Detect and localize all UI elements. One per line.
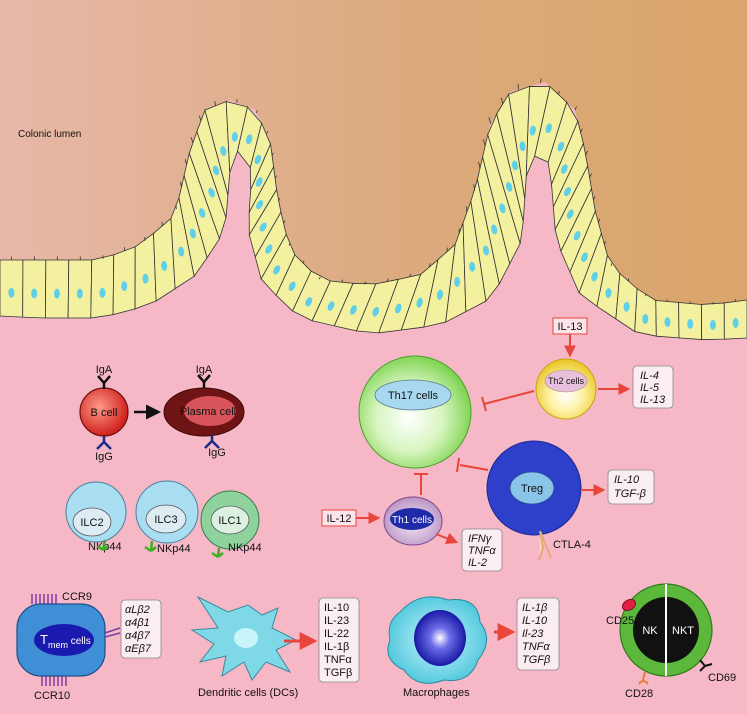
treg-label: Treg bbox=[521, 483, 543, 495]
dc-cytokine-1: IL-23 bbox=[324, 615, 349, 627]
macrophage-cytokine-0: IL-1β bbox=[522, 602, 548, 614]
iga-label-left: IgA bbox=[96, 364, 113, 376]
th2-cytokine-1: IL-5 bbox=[640, 382, 660, 394]
macrophage-label: Macrophages bbox=[403, 687, 470, 699]
ctla4-label: CTLA-4 bbox=[553, 539, 591, 551]
dc-cytokine-0: IL-10 bbox=[324, 602, 349, 614]
th2-cytokine-2: IL-13 bbox=[640, 394, 666, 406]
th2-label: Th2 cells bbox=[548, 376, 585, 386]
plasma-cell-label: Plasma cell bbox=[180, 406, 236, 418]
integrin-0: αLβ2 bbox=[125, 604, 150, 616]
tmem-label-tail: cells bbox=[68, 636, 91, 647]
ilc1-label: ILC1 bbox=[218, 515, 241, 527]
igg-label-left: IgG bbox=[95, 451, 113, 463]
dc-cytokine-5: TGFβ bbox=[324, 667, 352, 679]
il12-input-label: IL-12 bbox=[326, 513, 351, 525]
macrophage-cytokine-1: IL-10 bbox=[522, 615, 548, 627]
th1-cytokine-1: TNFα bbox=[468, 545, 496, 557]
tmem-label-sub: mem bbox=[48, 640, 68, 650]
macrophage-nucleus bbox=[414, 610, 466, 666]
microvilli bbox=[466, 206, 467, 212]
macrophage-cytokine-2: Il-23 bbox=[522, 628, 544, 640]
th1-cytokine-0: IFNγ bbox=[468, 533, 493, 545]
integrin-3: αEβ7 bbox=[125, 643, 152, 655]
cd69-label: CD69 bbox=[708, 672, 736, 684]
th17-label: Th17 cells bbox=[388, 390, 439, 402]
dc-nucleus bbox=[234, 628, 258, 648]
ccr9-receptor-icon bbox=[32, 594, 56, 604]
macrophage-cytokine-3: TNFα bbox=[522, 641, 550, 653]
epithelial-cell bbox=[113, 247, 135, 315]
epithelial-nucleus bbox=[710, 320, 716, 330]
dc-cytokine-2: IL-22 bbox=[324, 628, 349, 640]
dc-label: Dendritic cells (DCs) bbox=[198, 687, 298, 699]
macrophage-cytokine-4: TGFβ bbox=[522, 654, 551, 666]
treg-cytokine-1: TGF-β bbox=[614, 488, 647, 500]
integrin-1: α4β1 bbox=[125, 617, 150, 629]
dc-cytokine-3: IL-1β bbox=[324, 641, 349, 653]
lumen-label: Colonic lumen bbox=[18, 129, 81, 140]
th1-cytokine-2: IL-2 bbox=[468, 557, 487, 569]
epithelial-nucleus bbox=[8, 288, 14, 298]
ilc-group: ILC2 NKp44 ILC3 NKp44 ILC1 NKp44 bbox=[66, 481, 262, 557]
epithelial-cell bbox=[135, 233, 156, 308]
ilc3-label: ILC3 bbox=[154, 514, 177, 526]
tmem-label-main: T bbox=[40, 632, 48, 647]
b-cell-label: B cell bbox=[91, 407, 118, 419]
nkp44-label-c: NKp44 bbox=[228, 542, 262, 554]
th1-label: Th1 cells bbox=[392, 515, 432, 526]
nkt-label: NKT bbox=[672, 625, 694, 637]
il13-input-label: IL-13 bbox=[557, 321, 582, 333]
ccr9-label: CCR9 bbox=[62, 591, 92, 603]
nk-label: NK bbox=[642, 625, 658, 637]
ccr10-label: CCR10 bbox=[34, 690, 70, 702]
integrin-2: α4β7 bbox=[125, 630, 151, 642]
th17-cell bbox=[359, 356, 471, 468]
iga-label-right: IgA bbox=[196, 364, 213, 376]
dc-cytokine-4: TNFα bbox=[324, 654, 352, 666]
ccr10-receptor-icon bbox=[42, 676, 66, 686]
ilc2-label: ILC2 bbox=[80, 517, 103, 529]
nkp44-label-b: NKp44 bbox=[157, 543, 191, 555]
igg-label-right: IgG bbox=[208, 447, 226, 459]
cd28-label: CD28 bbox=[625, 688, 653, 700]
th2-cytokine-0: IL-4 bbox=[640, 370, 659, 382]
epithelial-cell bbox=[91, 255, 114, 318]
cd25-label: CD25 bbox=[606, 615, 634, 627]
treg-cytokine-0: IL-10 bbox=[614, 474, 640, 486]
epithelial-nucleus bbox=[733, 318, 739, 328]
